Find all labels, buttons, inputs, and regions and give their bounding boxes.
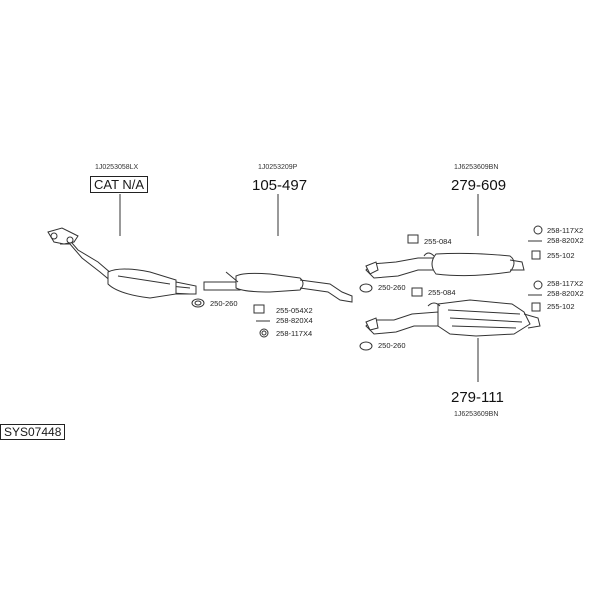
acc-mid-258-117: 258-117X4 — [276, 329, 313, 338]
nut-icon-mid — [259, 328, 269, 338]
acc-front-clamp: 250-260 — [210, 299, 238, 308]
acc-top-hanger: 255-084 — [424, 237, 452, 246]
hanger-icon-bot-right — [531, 302, 541, 312]
acc-top-clamp: 250-260 — [378, 283, 406, 292]
clamp-icon-front — [191, 298, 205, 308]
acc-bot-255-102: 255-102 — [547, 302, 575, 311]
acc-top-258-117: 258-117X2 — [547, 226, 584, 235]
nut-icon-top — [533, 225, 543, 235]
oem-rear-top: 1J6253609BN — [454, 164, 499, 171]
acc-top-255-102: 255-102 — [547, 251, 575, 260]
acc-bot-258-820: 258-820X2 — [547, 289, 584, 298]
acc-mid-258-820: 258-820X4 — [276, 316, 313, 325]
acc-bot-258-117: 258-117X2 — [547, 279, 584, 288]
acc-bot-clamp: 250-260 — [378, 341, 406, 350]
part-rear-top: 279-609 — [451, 177, 507, 194]
part-front: CAT N/A — [90, 176, 149, 193]
hanger-icon-mid — [253, 304, 265, 314]
part-rear-bottom: 279-111 — [451, 389, 504, 406]
oem-front: 1J0253058LX — [95, 164, 139, 171]
rear-silencer-top — [365, 252, 525, 279]
oem-rear-bottom: 1J6253609BN — [454, 411, 499, 418]
acc-top-258-820: 258-820X2 — [547, 236, 584, 245]
acc-bot-hanger: 255-084 — [428, 288, 456, 297]
acc-mid-255-054: 255-054X2 — [276, 306, 313, 315]
oem-middle: 1J0253209P — [258, 164, 298, 171]
rear-accessory-icons — [359, 225, 543, 351]
mid-accessory-icons — [253, 304, 270, 338]
front-pipe-catalyst — [47, 227, 197, 299]
clamp-icon-bot — [359, 341, 373, 351]
hanger-icon-bot — [411, 287, 423, 297]
system-code: SYS07448 — [0, 424, 66, 440]
nut-icon-bot — [533, 280, 543, 290]
clamp-icon-top — [359, 283, 373, 293]
hanger-icon-top — [407, 234, 419, 244]
hanger-icon-top-right — [531, 250, 541, 260]
rear-silencer-bottom — [365, 299, 541, 337]
part-middle: 105-497 — [252, 177, 308, 194]
middle-silencer — [203, 271, 353, 303]
